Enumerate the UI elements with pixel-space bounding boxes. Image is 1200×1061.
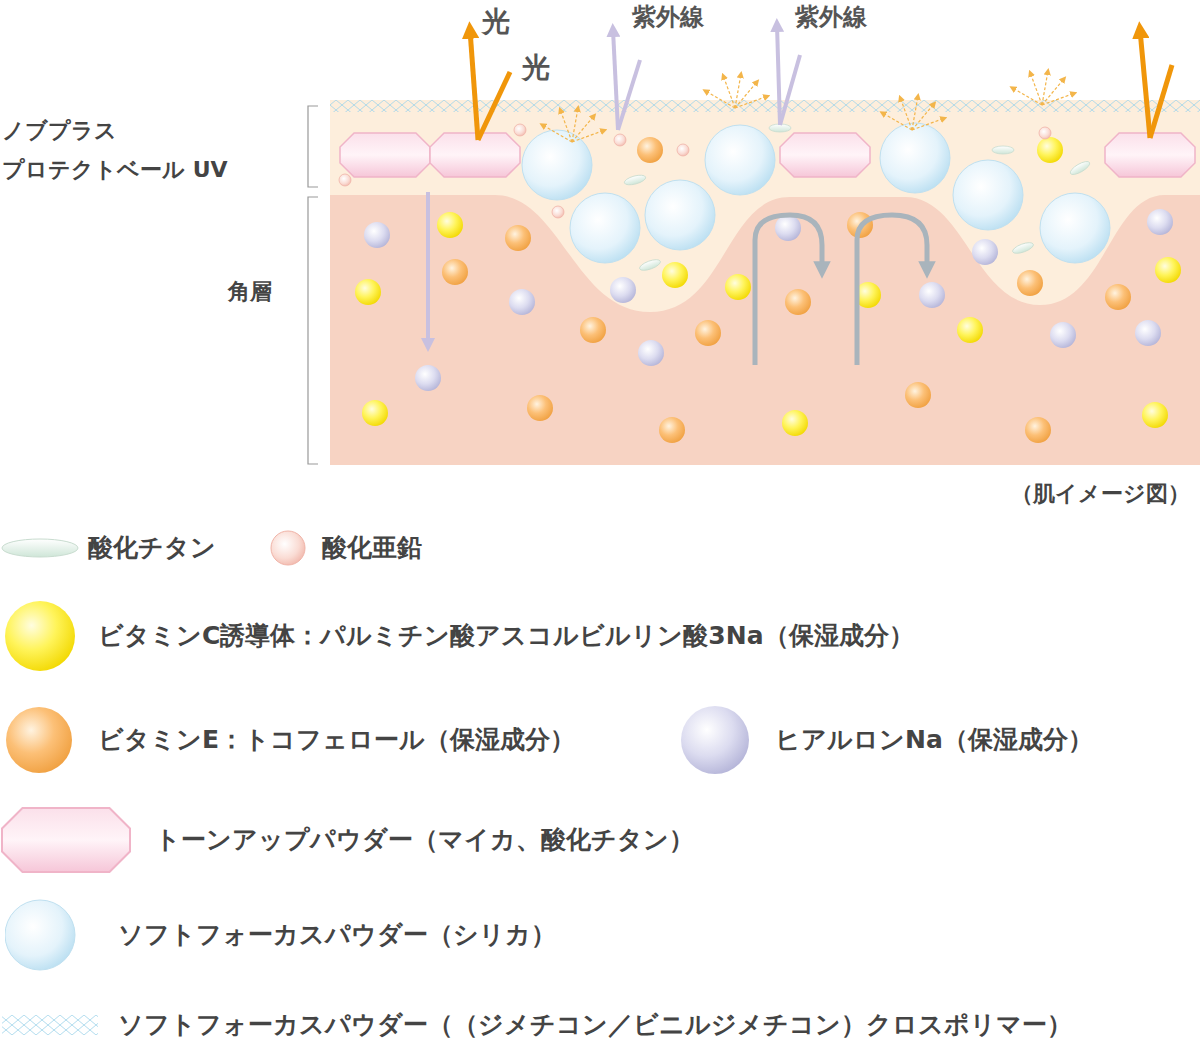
legend-text: トーンアップパウダー（マイカ、酸化チタン）: [155, 824, 694, 855]
legend-swatch: [0, 800, 140, 880]
uv-label: 紫外線: [795, 2, 867, 32]
legend-text: 酸化亜鉛: [322, 532, 422, 563]
light-label: 光: [482, 4, 510, 39]
legend-text: ソフトフォーカスパウダー（シリカ）: [118, 919, 556, 950]
layer-label: ノブプラス プロテクトベール UV: [2, 112, 297, 189]
figure-caption: （肌イメージ図）: [1011, 480, 1190, 508]
light-label: 光: [522, 50, 550, 85]
layer-label: 角層: [228, 278, 272, 306]
legend-text: ソフトフォーカスパウダー（（ジメチコン／ビニルジメチコン）クロスポリマー）: [118, 1009, 1072, 1040]
uv-label: 紫外線: [632, 2, 704, 32]
legend-text: ビタミンC誘導体：パルミチン酸アスコルビルリン酸3Na（保湿成分）: [98, 620, 914, 651]
legend-text: 酸化チタン: [88, 532, 216, 563]
legend-text: ビタミンE：トコフェロール（保湿成分）: [98, 724, 575, 755]
legend-text: ヒアルロンNa（保湿成分）: [775, 724, 1093, 755]
